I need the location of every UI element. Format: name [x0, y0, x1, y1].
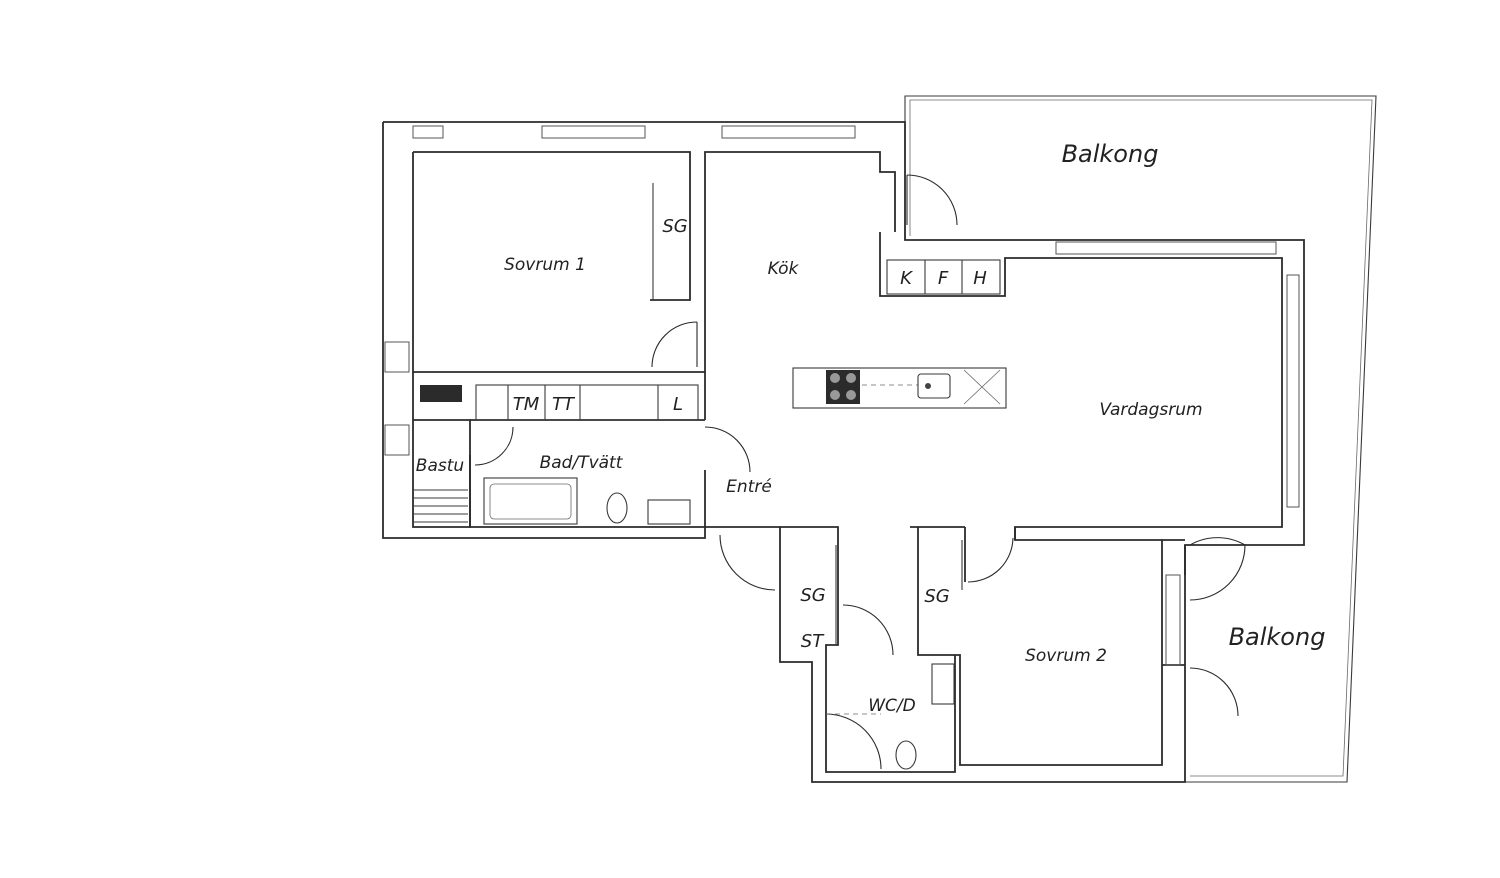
label-sg-hall: SG — [800, 585, 825, 606]
label-tm: TM — [513, 394, 540, 415]
label-sg-sovrum-1: SG — [662, 216, 687, 237]
doors — [474, 174, 1246, 717]
label-bad-tvatt: Bad/Tvätt — [540, 453, 624, 473]
label-tt: TT — [552, 394, 576, 415]
label-f: F — [938, 268, 949, 289]
balcony-top — [904, 95, 1377, 783]
sauna-bench — [413, 489, 468, 523]
label-balkong-top: Balkong — [1062, 140, 1159, 168]
label-balkong-right: Balkong — [1229, 623, 1326, 651]
sauna-heater-icon — [420, 385, 462, 402]
label-l: L — [673, 394, 683, 415]
wc-toilet-icon — [895, 740, 917, 770]
bath-fixtures — [413, 384, 699, 525]
toilet-icon — [606, 492, 628, 524]
outer-walls — [382, 121, 1305, 783]
label-sovrum-1: Sovrum 1 — [504, 255, 586, 275]
label-sovrum-2: Sovrum 2 — [1025, 646, 1107, 666]
label-vardagsrum: Vardagsrum — [1099, 400, 1202, 420]
label-st: ST — [801, 631, 825, 652]
label-h: H — [973, 268, 987, 289]
sink-icon — [917, 373, 951, 399]
wardrobes — [652, 183, 963, 645]
label-k: K — [900, 268, 913, 289]
kitchen-units — [792, 259, 1007, 409]
windows — [384, 125, 1300, 666]
label-sg-sovrum-2: SG — [924, 586, 949, 607]
label-wc-d: WC/D — [868, 696, 916, 716]
wc-fixtures — [825, 663, 955, 770]
room-labels: Balkong Balkong Sovrum 1 SG Kök K F H Va… — [416, 140, 1326, 716]
bathtub-icon — [483, 477, 578, 525]
label-bastu: Bastu — [416, 456, 465, 476]
label-kok: Kök — [768, 259, 800, 279]
label-entre: Entré — [726, 477, 772, 497]
